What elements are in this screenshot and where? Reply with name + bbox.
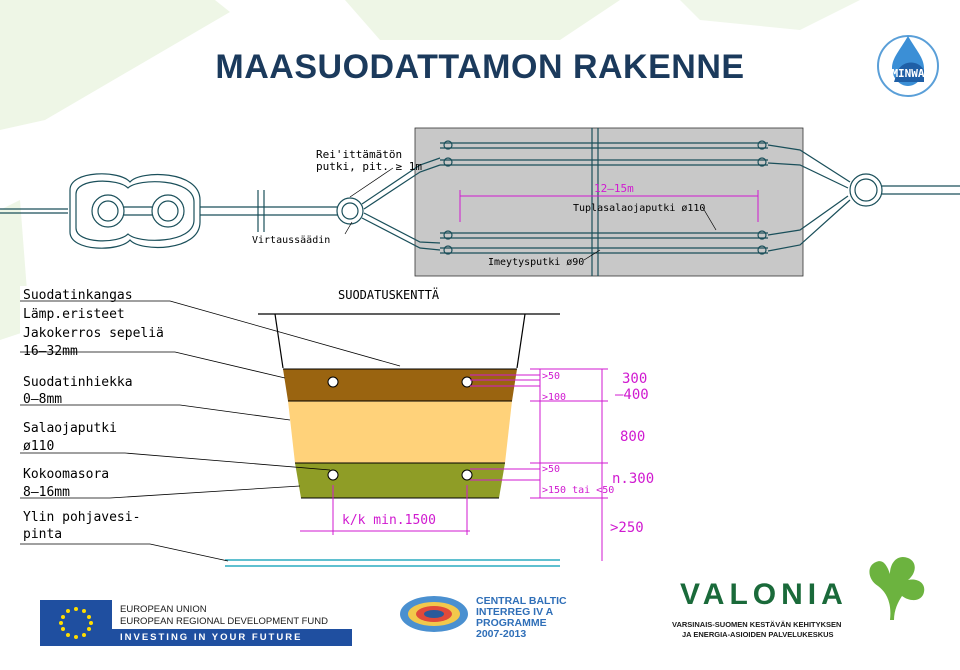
eu-logo: EUROPEAN UNION EUROPEAN REGIONAL DEVELOP… [40, 600, 352, 646]
unperforated-pipe-label-2: putki, pit. ≥ 1m [316, 160, 422, 173]
eu-line-1: EUROPEAN UNION [120, 604, 207, 615]
dim-400: –400 [615, 387, 649, 403]
pipe-top-left [327, 376, 339, 388]
minwa-logo-text: MINWA [891, 67, 924, 80]
label-filter-cloth: Suodatinkangas [23, 288, 133, 303]
eu-line-2: EUROPEAN REGIONAL DEVELOPMENT FUND [120, 616, 328, 627]
label-filter-sand-size: 0–8mm [23, 392, 62, 407]
dim-150: >150 tai <50 [542, 485, 614, 496]
collection-gravel-layer [295, 463, 505, 498]
dim-100: >100 [542, 392, 566, 403]
label-drain-pipe: Salaojaputki [23, 421, 117, 436]
field-title: SUODATUSKENTTÄ [338, 287, 440, 302]
cb-line-1: CENTRAL BALTIC [476, 595, 567, 607]
filter-sand-layer [288, 401, 512, 463]
valonia-wordmark: VALONIA [680, 578, 848, 611]
cross-section-drawing: SUODATUSKENTTÄ Suodatinkangas Lämp.erist… [20, 286, 654, 570]
label-insulation: Lämp.eristeet [23, 307, 125, 322]
dim-300: 300 [622, 371, 647, 387]
label-collection-gravel: Kokoomasora [23, 467, 109, 482]
label-drain-pipe-size: ø110 [23, 439, 54, 454]
plan-field-area [414, 127, 804, 277]
minwa-logo: MINWA [877, 35, 939, 97]
central-baltic-emblem-icon [400, 596, 468, 632]
unperforated-pipe-label-1: Rei'ittämätön [316, 148, 402, 161]
distribution-gravel-layer [283, 369, 517, 401]
eu-slogan: INVESTING IN YOUR FUTURE [112, 629, 352, 646]
dim-250: >250 [610, 520, 644, 536]
infiltration-pipe-label: Imeytysputki ø90 [488, 257, 584, 268]
label-distribution-gravel: Jakokerros sepeliä [23, 326, 164, 341]
dim-spacing: k/k min.1500 [342, 513, 436, 528]
label-groundwater-2: pinta [23, 527, 62, 542]
cb-line-2: INTERREG IV A [476, 606, 554, 618]
central-baltic-logo: CENTRAL BALTIC INTERREG IV A PROGRAMME 2… [398, 590, 598, 650]
page-title: MAASUODATTAMON RAKENNE [215, 48, 745, 86]
valonia-subtitle-2: JA ENERGIA-ASIOIDEN PALVELUKESKUS [682, 630, 834, 639]
label-distribution-gravel-size: 16–32mm [23, 344, 78, 359]
label-filter-sand: Suodatinhiekka [23, 375, 133, 390]
pipe-bottom-right [461, 469, 473, 481]
double-drain-label: Tuplasalaojaputki ø110 [573, 203, 705, 214]
eu-flag-icon [40, 600, 112, 646]
valonia-subtitle-1: VARSINAIS-SUOMEN KESTÄVÄN KEHITYKSEN [672, 620, 842, 629]
distance-label: 12–15m [594, 182, 634, 195]
dim-50-top: >50 [542, 371, 560, 382]
cb-line-4: 2007-2013 [476, 628, 527, 640]
flow-regulator-label: Virtaussäädin [252, 235, 330, 246]
valonia-leaf-icon [869, 556, 925, 620]
pipe-top-right [461, 376, 473, 388]
label-collection-gravel-size: 8–16mm [23, 485, 70, 500]
cb-line-3: PROGRAMME [476, 617, 547, 629]
valonia-logo: VALONIA VARSINAIS-SUOMEN KESTÄVÄN KEHITY… [668, 552, 928, 642]
dim-800: 800 [620, 429, 645, 445]
dim-n300: n.300 [612, 471, 654, 487]
plan-view-drawing: Rei'ittämätön putki, pit. ≥ 1m Virtaussä… [0, 127, 960, 277]
pipe-bottom-left [327, 469, 339, 481]
label-groundwater: Ylin pohjavesi- [23, 510, 140, 525]
dim-50-bottom: >50 [542, 464, 560, 475]
